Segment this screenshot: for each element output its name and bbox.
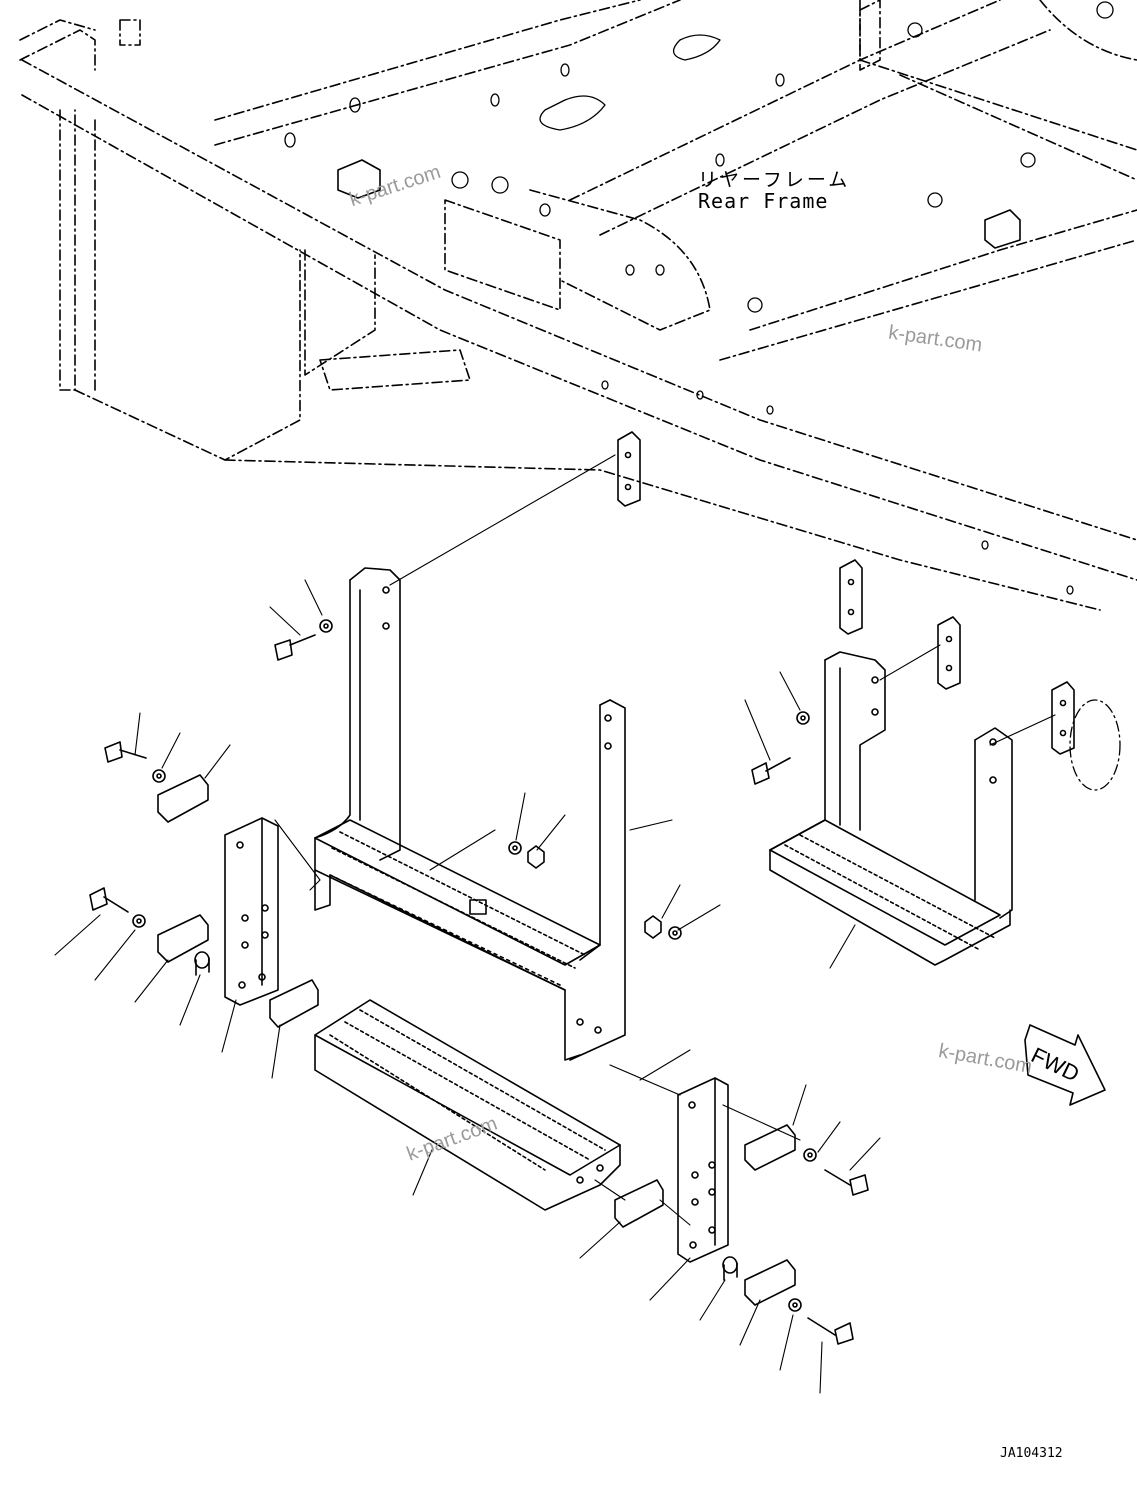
lower-step-tray	[314, 999, 621, 1211]
side-step-bracket	[769, 651, 1013, 966]
rear-frame	[19, 0, 1137, 611]
frame-label-english: Rear Frame	[698, 189, 829, 213]
fasteners	[89, 619, 869, 1345]
fwd-arrow	[1024, 1024, 1106, 1106]
mount-plates	[157, 774, 796, 1306]
main-step-bracket	[314, 567, 626, 1061]
frame-label-japanese: リヤーフレーム	[698, 169, 851, 191]
frame-holes	[284, 1, 1121, 791]
leader-lines	[54, 454, 1056, 1394]
frame-mount-lugs	[337, 159, 1075, 755]
drawing-id: JA104312	[1000, 1446, 1063, 1461]
